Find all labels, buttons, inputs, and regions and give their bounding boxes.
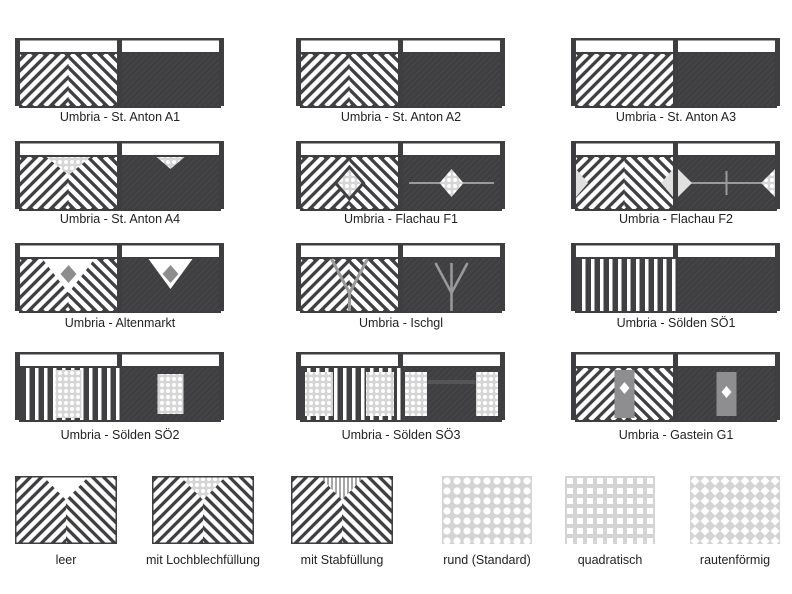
perforated-triangle bbox=[180, 476, 226, 500]
railing-1 bbox=[15, 38, 225, 113]
post bbox=[219, 38, 224, 106]
railing-drawing bbox=[15, 38, 224, 108]
post bbox=[219, 243, 224, 311]
railing-7 bbox=[15, 243, 225, 318]
fill-sample-bars bbox=[290, 475, 394, 549]
railing-2 bbox=[296, 38, 506, 113]
railing-drawing bbox=[571, 141, 780, 211]
railing-drawing bbox=[571, 352, 780, 422]
perforation-label: rund (Standard) bbox=[443, 553, 531, 567]
post bbox=[117, 141, 122, 209]
railing-drawing bbox=[296, 38, 505, 108]
railing-drawing bbox=[296, 243, 505, 313]
post bbox=[398, 141, 403, 209]
post bbox=[296, 352, 301, 420]
post bbox=[117, 243, 122, 311]
railing-caption: Umbria - St. Anton A4 bbox=[59, 212, 181, 226]
closed-panel bbox=[122, 54, 219, 106]
railing-caption: Umbria - St. Anton A1 bbox=[59, 110, 181, 124]
post bbox=[15, 243, 20, 311]
post bbox=[117, 38, 122, 106]
perforation-diamond bbox=[690, 476, 780, 549]
railing-caption: Umbria - St. Anton A2 bbox=[340, 110, 462, 124]
railing-8 bbox=[296, 243, 506, 318]
post bbox=[15, 141, 20, 209]
post bbox=[571, 141, 576, 209]
post bbox=[296, 141, 301, 209]
closed-panel bbox=[403, 54, 500, 106]
closed-panel bbox=[678, 54, 775, 106]
post bbox=[398, 38, 403, 106]
fill-sample-perforated bbox=[151, 475, 255, 549]
railing-caption: Umbria - Gastein G1 bbox=[618, 428, 734, 442]
post bbox=[15, 352, 20, 420]
railing-caption: Umbria - Flachau F1 bbox=[344, 212, 458, 226]
perforated-triangle bbox=[46, 157, 91, 175]
post bbox=[398, 243, 403, 311]
railing-5 bbox=[296, 141, 506, 216]
post bbox=[219, 141, 224, 209]
railing-9 bbox=[571, 243, 781, 318]
post bbox=[673, 141, 678, 209]
post bbox=[571, 243, 576, 311]
railing-drawing bbox=[296, 352, 505, 422]
railing-drawing bbox=[571, 38, 780, 108]
railing-caption: Umbria - Ischgl bbox=[358, 316, 444, 330]
empty-triangle bbox=[43, 476, 89, 500]
closed-panel bbox=[678, 259, 775, 311]
railing-11 bbox=[296, 352, 506, 427]
post bbox=[219, 352, 224, 420]
railing-caption: Umbria - Sölden SÖ1 bbox=[616, 316, 736, 330]
railing-12 bbox=[571, 352, 781, 427]
post bbox=[500, 141, 505, 209]
railing-caption: Umbria - St. Anton A3 bbox=[615, 110, 737, 124]
railing-4 bbox=[15, 141, 225, 216]
post bbox=[775, 243, 780, 311]
perforation-label: rautenförmig bbox=[699, 553, 771, 567]
post bbox=[296, 243, 301, 311]
perforation-round bbox=[442, 476, 532, 549]
post bbox=[500, 352, 505, 420]
railing-drawing bbox=[296, 141, 505, 211]
post bbox=[775, 38, 780, 106]
railing-drawing bbox=[571, 243, 780, 313]
post bbox=[571, 38, 576, 106]
post bbox=[500, 38, 505, 106]
post bbox=[571, 352, 576, 420]
open-panel bbox=[576, 259, 673, 311]
post bbox=[673, 352, 678, 420]
railing-caption: Umbria - Sölden SÖ2 bbox=[60, 428, 180, 442]
railing-drawing bbox=[15, 141, 224, 211]
fill-label: mit Lochblechfüllung bbox=[146, 553, 260, 567]
fill-label: leer bbox=[55, 553, 77, 567]
railing-caption: Umbria - Sölden SÖ3 bbox=[341, 428, 461, 442]
post bbox=[775, 141, 780, 209]
railing-3 bbox=[571, 38, 781, 113]
post bbox=[15, 38, 20, 106]
railing-caption: Umbria - Flachau F2 bbox=[619, 212, 733, 226]
perforation-square bbox=[565, 476, 655, 549]
post bbox=[775, 352, 780, 420]
post bbox=[673, 38, 678, 106]
railing-caption: Umbria - Altenmarkt bbox=[64, 316, 176, 330]
post bbox=[296, 38, 301, 106]
post bbox=[500, 243, 505, 311]
perforation-label: quadratisch bbox=[577, 553, 643, 567]
railing-10 bbox=[15, 352, 225, 427]
fill-label: mit Stabfüllung bbox=[300, 553, 384, 567]
railing-drawing bbox=[15, 352, 224, 422]
railing-6 bbox=[571, 141, 781, 216]
fill-sample-empty bbox=[14, 475, 118, 549]
railing-drawing bbox=[15, 243, 224, 313]
